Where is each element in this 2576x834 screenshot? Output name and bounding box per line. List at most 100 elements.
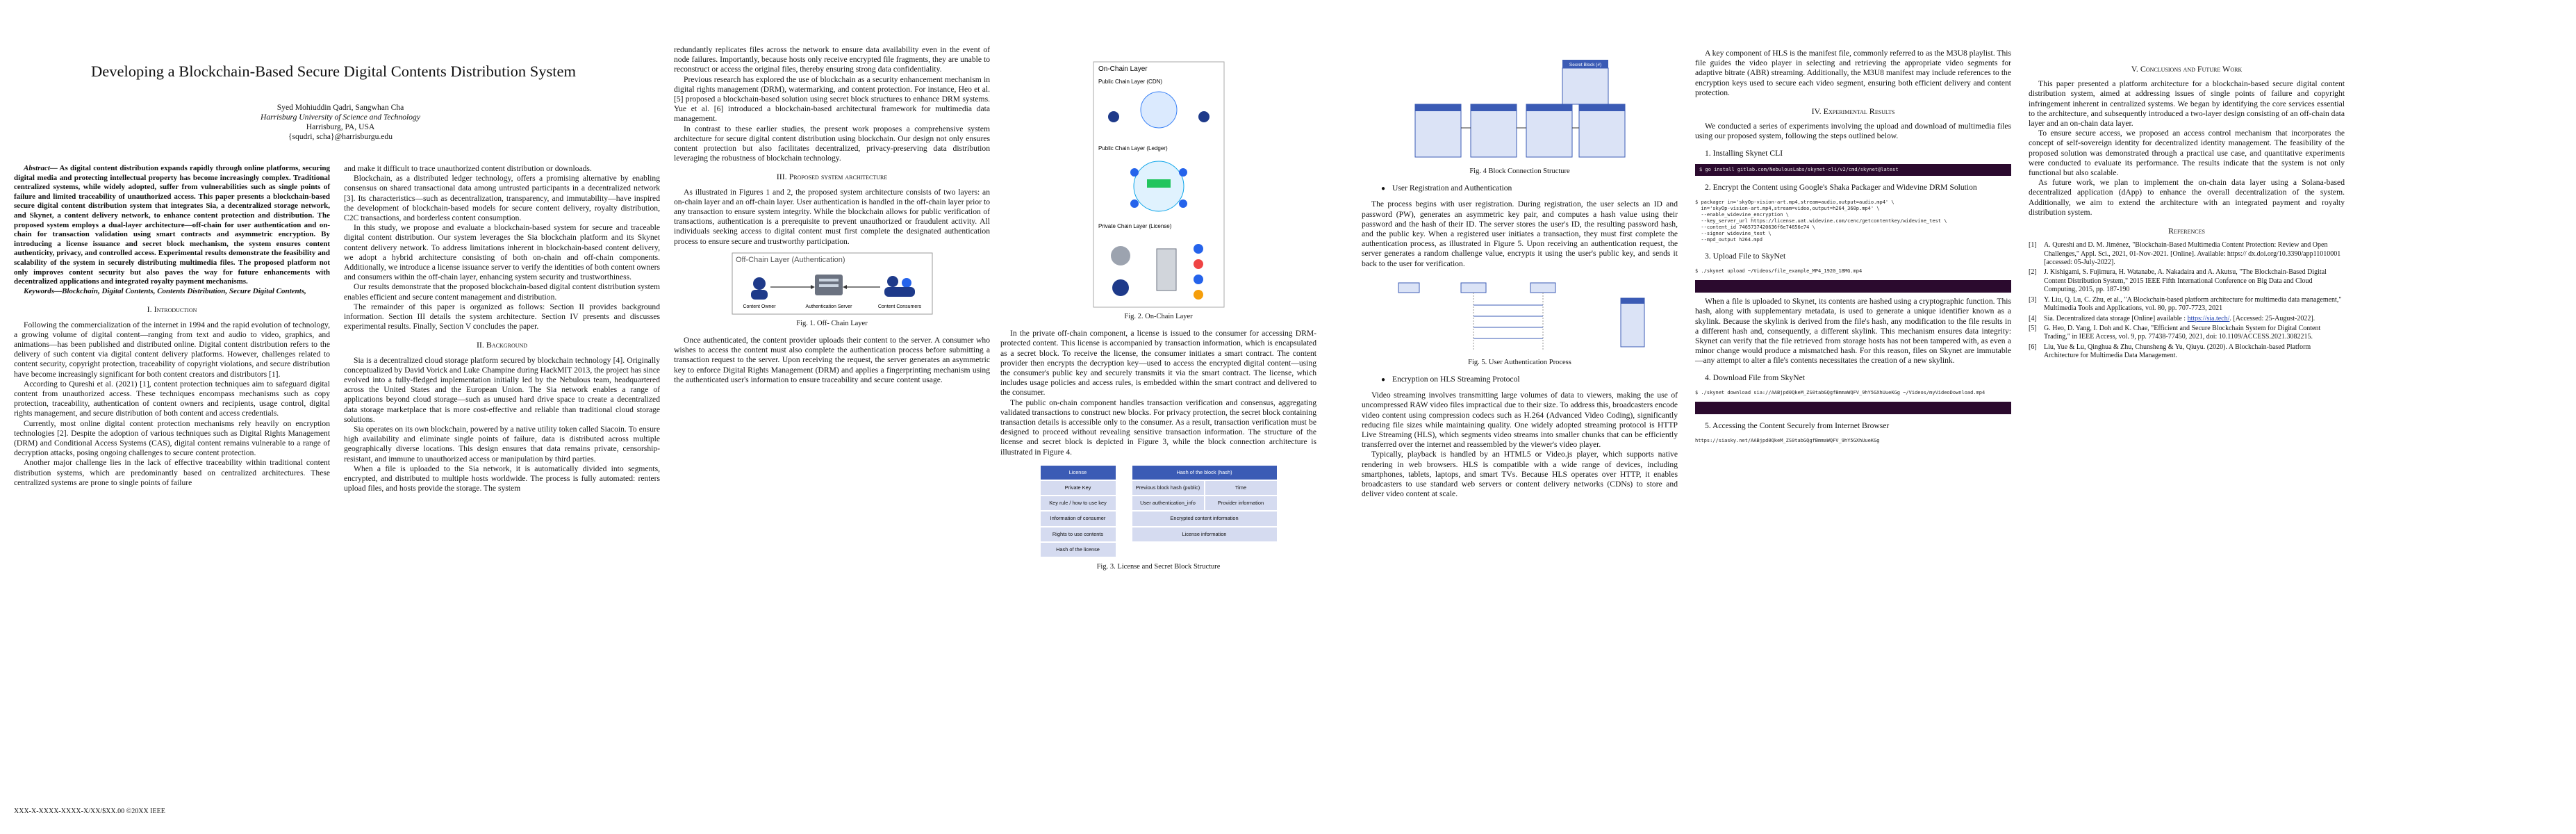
step-heading: 2. Encrypt the Content using Google's Sh… bbox=[1705, 182, 1977, 192]
abstract-label: Abstract— bbox=[24, 164, 58, 172]
paragraph: and make it difficult to trace unauthori… bbox=[344, 164, 592, 173]
figure-5-authentication-process bbox=[1392, 277, 1649, 354]
owner-icon bbox=[1110, 246, 1130, 265]
fig2-title: On-Chain Layer bbox=[1098, 65, 1148, 73]
figure-1-off-chain-layer: Off-Chain Layer (Authentication) Content… bbox=[732, 252, 933, 315]
consumers-icon bbox=[886, 275, 898, 287]
copyright-footer: XXX-X-XXXX-XXXX-X/XX/$XX.00 ©20XX IEEE bbox=[14, 808, 165, 815]
reference-item: [2]J. Kishigami, S. Fujimura, H. Watanab… bbox=[2029, 268, 2327, 294]
paragraph: To ensure secure access, we proposed an … bbox=[2029, 129, 2345, 178]
section-heading-conclusions: V. Conclusions and Future Work bbox=[2131, 64, 2243, 74]
block-connection-diagram: Secret Block (#) bbox=[1414, 60, 1625, 158]
column-3: redundantly replicates files across the … bbox=[674, 45, 990, 385]
consumers-icon bbox=[1112, 279, 1129, 296]
reference-link[interactable]: https://sia.tech/ bbox=[2187, 314, 2230, 322]
terminal-download-output bbox=[1695, 401, 2011, 414]
figure-5-caption: Fig. 5. User Authentication Process bbox=[1468, 358, 1571, 366]
fig1-title: Off-Chain Layer (Authentication) bbox=[736, 256, 845, 264]
figure-2-on-chain-layer: On-Chain Layer Public Chain Layer (CDN) … bbox=[1093, 61, 1225, 308]
paragraph: Previous research has explored the use o… bbox=[674, 74, 990, 124]
fig1-owner-label: Content Owner bbox=[743, 304, 776, 309]
paragraph: Another major challenge lies in the lack… bbox=[14, 458, 330, 487]
block-2 bbox=[1470, 104, 1517, 158]
paragraph: The public on-chain component handles tr… bbox=[1000, 398, 1316, 457]
paper-title: Developing a Blockchain-Based Secure Dig… bbox=[90, 63, 576, 80]
paragraph: Currently, most online digital content p… bbox=[14, 418, 330, 458]
paragraph: A key component of HLS is the manifest f… bbox=[1695, 49, 2011, 97]
terminal-upload: $ ./skynet upload ~/Videos/file_example_… bbox=[1695, 267, 2011, 277]
keywords-body: Blockchain, Digital Contents, Contents D… bbox=[62, 286, 306, 295]
fig2-layer-license: Private Chain Layer (License) bbox=[1098, 223, 1172, 229]
on-chain-diagram: On-Chain Layer Public Chain Layer (CDN) … bbox=[1093, 61, 1224, 308]
paragraph: Sia is a decentralized cloud storage pla… bbox=[344, 355, 660, 424]
paragraph: Blockchain, as a distributed ledger tech… bbox=[344, 174, 660, 223]
step-heading: 3. Upload File to SkyNet bbox=[1705, 252, 1786, 261]
browser-url: https://siasky.net/AABjpd0QkeM_ZS0tabGQg… bbox=[1695, 436, 2011, 446]
reference-item: [4]Sia. Decentralized data storage [Onli… bbox=[2029, 314, 2315, 322]
abstract: Abstract— As digital content distributio… bbox=[14, 164, 330, 287]
column-6: A key component of HLS is the manifest f… bbox=[1695, 49, 2011, 450]
section-heading-introduction: I. Introduction bbox=[147, 304, 197, 315]
abstract-body: As digital content distribution expands … bbox=[14, 164, 330, 286]
fig2-layer-ledger: Public Chain Layer (Ledger) bbox=[1098, 145, 1168, 152]
paragraph: This paper presented a platform architec… bbox=[2029, 79, 2345, 129]
paragraph: Typically, playback is handled by an HTM… bbox=[1362, 450, 1678, 499]
license-row: Hash of the license bbox=[1040, 542, 1116, 557]
terminal-install-skynet: $ go install gitlab.com/NebulousLabs/sky… bbox=[1695, 163, 2011, 176]
author-email: {squdri, scha}@harrisburgu.edu bbox=[288, 132, 393, 141]
paragraph: Once authenticated, the content provider… bbox=[674, 336, 990, 384]
author-block: Syed Mohiuddin Qadri, Sangwhan Cha Harri… bbox=[181, 103, 500, 142]
hash-row: Time bbox=[1205, 481, 1277, 496]
column-4: On-Chain Layer Public Chain Layer (CDN) … bbox=[1000, 61, 1316, 579]
paragraph: Video streaming involves transmitting la… bbox=[1362, 391, 1678, 450]
keywords-label: Keywords— bbox=[24, 286, 62, 295]
license-secret-block-table: License Hash of the block (hash) Private… bbox=[1039, 464, 1278, 558]
license-row: Information of consumer bbox=[1040, 512, 1116, 526]
author-affiliation: Harrisburg University of Science and Tec… bbox=[260, 113, 421, 122]
paragraph: When a file is uploaded to the Sia netwo… bbox=[344, 464, 660, 493]
license-row: Rights to use contents bbox=[1040, 527, 1116, 541]
block-3 bbox=[1526, 104, 1572, 158]
paragraph: redundantly replicates files across the … bbox=[674, 45, 990, 74]
hash-row: Previous block hash (public) bbox=[1132, 481, 1204, 496]
fig2-layer-cdn: Public Chain Layer (CDN) bbox=[1098, 79, 1162, 85]
column-5: Secret Block (#) Fig. 4 Block Connection… bbox=[1362, 58, 1678, 499]
keywords: Keywords—Blockchain, Digital Contents, C… bbox=[14, 287, 330, 297]
terminal-upload-output bbox=[1695, 280, 2011, 293]
paragraph: As illustrated in Figures 1 and 2, the p… bbox=[674, 187, 990, 246]
paragraph: Following the commercialization of the i… bbox=[14, 320, 330, 379]
step-heading: 4. Download File from SkyNet bbox=[1705, 373, 1805, 382]
owner-icon bbox=[752, 277, 766, 290]
block-4 bbox=[1578, 104, 1625, 158]
paragraph: When a file is uploaded to Skynet, its c… bbox=[1695, 297, 2011, 366]
reference-item: [3]Y. Liu, Q. Lu, C. Zhu, et al., "A Blo… bbox=[2029, 295, 2342, 313]
paragraph: In the private off-chain component, a li… bbox=[1000, 329, 1316, 398]
column-1: Abstract— As digital content distributio… bbox=[14, 164, 330, 488]
author-location: Harrisburg, PA, USA bbox=[306, 122, 375, 131]
terminal-download: $ ./skynet download sia://AABjpd0QkeM_ZS… bbox=[1695, 388, 2011, 398]
secret-block-header bbox=[1562, 60, 1608, 68]
step-heading: 5. Accessing the Content Securely from I… bbox=[1705, 420, 1890, 430]
paragraph: The remainder of this paper is organized… bbox=[344, 302, 660, 332]
hash-header: Hash of the block (hash) bbox=[1132, 465, 1277, 480]
secret-block-label: Secret Block (#) bbox=[1569, 63, 1601, 67]
block-1 bbox=[1414, 104, 1461, 158]
bullet-heading: Encryption on HLS Streaming Protocol bbox=[1381, 375, 1678, 385]
reference-item: [5]G. Heo, D. Yang, I. Doh and K. Chae, … bbox=[2029, 324, 2321, 341]
step-heading: 1. Installing Skynet CLI bbox=[1705, 148, 1783, 158]
license-row: Private Key bbox=[1040, 481, 1116, 496]
bullet-heading: User Registration and Authentication bbox=[1381, 183, 1678, 194]
hash-row: Provider information bbox=[1205, 496, 1277, 511]
paragraph: According to Qureshi et al. (2021) [1], … bbox=[14, 379, 330, 418]
figure-3-caption: Fig. 3. License and Secret Block Structu… bbox=[1096, 563, 1221, 571]
section-heading-architecture: III. Proposed system architecture bbox=[776, 172, 888, 182]
figure-3-license-structure: License Hash of the block (hash) Private… bbox=[1000, 464, 1316, 558]
column-2: and make it difficult to trace unauthori… bbox=[344, 164, 660, 494]
paragraph: We conducted a series of experiments inv… bbox=[1695, 122, 2011, 141]
cdn-network-icon bbox=[1140, 91, 1177, 129]
fig1-consumer-label: Content Consumers bbox=[877, 304, 921, 309]
paragraph: The process begins with user registratio… bbox=[1362, 199, 1678, 268]
figure-4-caption: Fig. 4 Block Connection Structure bbox=[1469, 167, 1570, 175]
reference-item: [1]A. Qureshi and D. M. Jiménez, "Blockc… bbox=[2029, 241, 2341, 267]
license-header: License bbox=[1040, 465, 1116, 480]
